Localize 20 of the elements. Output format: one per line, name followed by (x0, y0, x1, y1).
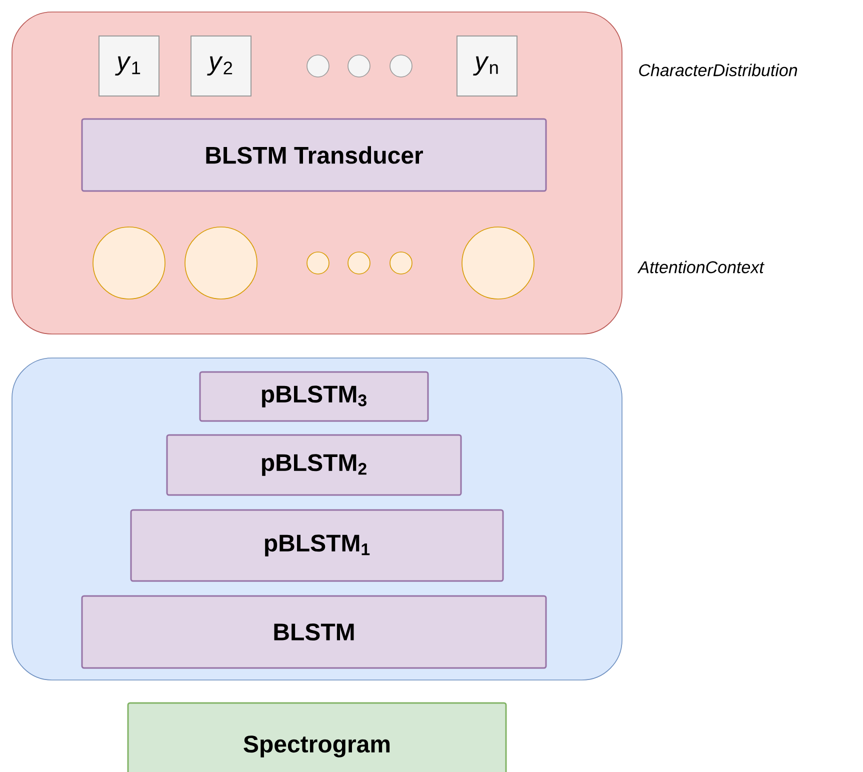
output-box: y$_{n}$ (456, 36, 518, 96)
context-circle (462, 226, 534, 300)
dot (348, 54, 370, 78)
layer-box: pBLSTM$_{1}$ (130, 509, 504, 582)
layer-box: pBLSTM$_{2}$ (166, 434, 462, 496)
side-label: CharacterDistribution (639, 64, 798, 76)
output-box: y$_{2}$ (190, 36, 252, 96)
output-box: y$_{1}$ (98, 36, 160, 96)
dot (390, 54, 412, 78)
dot (390, 252, 412, 274)
input-box: Spectrogram (127, 702, 507, 772)
layer-box: pBLSTM$_{3}$ (199, 371, 429, 422)
layer-box: BLSTM (81, 595, 547, 669)
dot (306, 252, 330, 274)
dot (306, 54, 330, 78)
dot (348, 252, 370, 274)
side-label: AttentionContext (637, 260, 764, 274)
context-circle (92, 226, 166, 300)
context-circle (184, 226, 258, 300)
layer-box: BLSTM Transducer (81, 118, 547, 192)
